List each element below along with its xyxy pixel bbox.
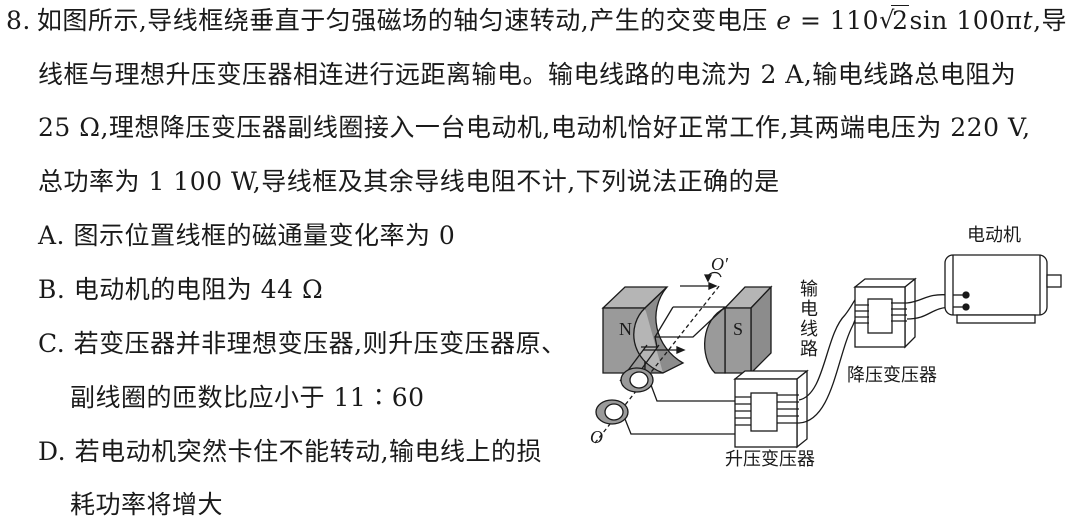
- question-number: 8.: [6, 6, 31, 35]
- south-label: S: [733, 319, 743, 339]
- option-a-key: A.: [38, 221, 66, 250]
- slip-ring-top: [620, 367, 654, 393]
- question-stem-line-2: 线框与理想升压变压器相连进行远距离输电。输电线路的电流为 2 A,输电线路总电阻…: [38, 60, 1017, 89]
- step-down-transformer: [853, 277, 917, 349]
- transmission-line-label-1: 输: [800, 279, 818, 300]
- step-down-label: 降压变压器: [847, 365, 937, 386]
- north-label: N: [619, 319, 632, 339]
- formula-eq: = 110: [791, 6, 880, 35]
- formula-func: sin 100π: [909, 6, 1023, 35]
- transmission-line-label-2: 电: [800, 299, 818, 320]
- axis-bottom-label: O: [590, 427, 603, 447]
- stem-text-1: 如图所示,导线框绕垂直于匀强磁场的轴匀速转动,产生的交变电压: [36, 6, 768, 35]
- option-d[interactable]: D. 若电动机突然卡住不能转动,输电线上的损: [38, 437, 542, 467]
- sqrt-symbol: √2: [879, 5, 910, 35]
- step-up-label: 升压变压器: [725, 449, 815, 470]
- slip-ring-bottom: [595, 399, 629, 425]
- option-d-text: 若电动机突然卡住不能转动,输电线上的损: [74, 437, 543, 466]
- option-c[interactable]: C. 若变压器并非理想变压器,则升压变压器原、: [38, 329, 567, 359]
- option-d-key: D.: [38, 437, 67, 466]
- transmission-line-label-3: 线: [800, 319, 818, 340]
- motor-label: 电动机: [967, 225, 1021, 246]
- question-stem-line-4: 总功率为 1 100 W,导线框及其余导线电阻不计,下列说法正确的是: [38, 167, 780, 196]
- option-a-text: 图示位置线框的磁通量变化率为 0: [73, 221, 456, 250]
- option-c-text: 若变压器并非理想变压器,则升压变压器原、: [73, 329, 567, 358]
- step-up-transformer: [733, 369, 809, 449]
- north-magnet: [601, 286, 685, 374]
- formula-lhs: e: [776, 6, 792, 35]
- option-b-key: B.: [38, 275, 66, 304]
- option-d-continued: 耗功率将增大: [70, 490, 224, 519]
- velocity-arrow-bottom: [643, 346, 686, 354]
- stem-tail: ,导: [1033, 6, 1068, 35]
- motor: [944, 254, 1062, 324]
- wire-frame: [641, 306, 727, 348]
- option-b[interactable]: B. 电动机的电阻为 44 Ω: [38, 275, 323, 305]
- question-stem-line-3: 25 Ω,理想降压变压器副线圈接入一台电动机,电动机恰好正常工作,其两端电压为 …: [38, 113, 1031, 142]
- south-magnet: [704, 285, 773, 375]
- axis-top-label: O′: [711, 254, 729, 274]
- option-a[interactable]: A. 图示位置线框的磁通量变化率为 0: [38, 221, 455, 251]
- circuit-diagram: N S O′ O 输 电 线 路 降压变压器 升压变压器 电动机: [585, 215, 1080, 527]
- formula: e = 110√2sin 100πt: [776, 5, 1034, 35]
- option-c-key: C.: [38, 329, 66, 358]
- transmission-line-label-4: 路: [800, 339, 818, 360]
- rotation-axis: [594, 284, 721, 444]
- option-b-text: 电动机的电阻为 44 Ω: [73, 275, 324, 304]
- question-stem-line-1: 8.如图所示,导线框绕垂直于匀强磁场的轴匀速转动,产生的交变电压 e = 110…: [6, 5, 1068, 36]
- option-c-continued: 副线圈的匝数比应小于 11∶60: [70, 383, 425, 412]
- velocity-arrow-top: [680, 282, 718, 290]
- formula-var: t: [1022, 6, 1034, 35]
